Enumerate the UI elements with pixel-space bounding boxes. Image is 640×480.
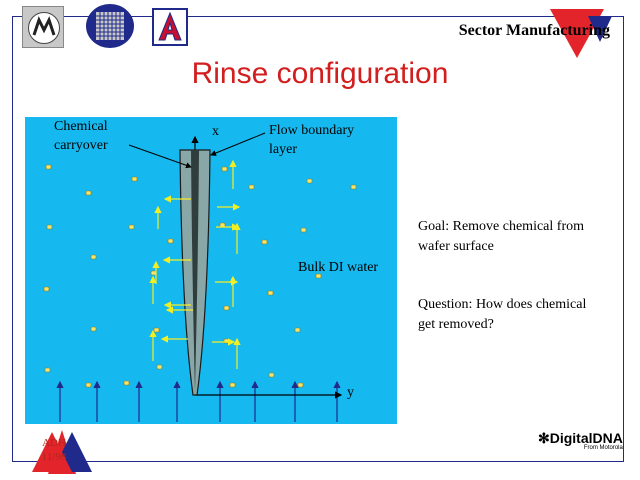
particle [306,178,313,184]
particle [46,224,53,230]
particle [150,270,157,276]
particle [167,238,174,244]
sector-label: Sector Manufacturing [458,22,610,39]
particle [85,382,92,388]
rinse-diagram-panel [25,117,397,424]
particle [268,372,275,378]
goal-text: Goal: Remove chemical from wafer surface [418,219,584,254]
particle [294,327,301,333]
particle [315,273,322,279]
question-text: Question: How does chemical get removed? [418,297,587,332]
particle [248,184,255,190]
slide-title: Rinse configuration [191,57,449,90]
particle [267,290,274,296]
particle [350,184,357,190]
author-triangle-badge [32,430,92,474]
particle [85,190,92,196]
particle [261,239,268,245]
bulk-di-water-label: Bulk DI water [298,260,379,275]
particle [219,222,226,228]
flow-pointer [210,132,266,156]
x-axis-label: x [212,124,219,139]
dna-icon: ✻ [538,430,550,446]
particle [90,254,97,260]
author-date: ADH 11/98 [32,436,76,464]
particle [300,227,307,233]
motorola-logo [22,6,64,48]
particle [156,364,163,370]
rinse-diagram [43,132,357,422]
wafer-core [191,150,199,393]
author-initials: ADH [42,437,66,449]
particle [123,380,130,386]
slide-frame [12,16,624,462]
university-arizona-logo [152,8,188,46]
particle [223,305,230,311]
digitaldna-logo: ✻DigitalDNA From Motorola [538,430,623,451]
particle [43,286,50,292]
particle [128,224,135,230]
particle [90,326,97,332]
y-axis-label: y [347,385,354,400]
particle [45,164,52,170]
flow-boundary-layer-label: Flow boundary layer [269,123,355,157]
particle [229,382,236,388]
inflow-arrows [56,380,341,422]
chemical-pointer [128,144,192,169]
particle [221,166,228,172]
slide-date: 11/98 [41,451,67,463]
sector-triangle-logo [550,9,612,58]
particle [131,176,138,182]
particle [44,367,51,373]
sematech-globe-logo [84,2,136,50]
particle [153,327,160,333]
flow-arrows [149,159,241,369]
chemical-carryover-label: Chemical carryover [54,119,108,153]
particle [297,382,304,388]
